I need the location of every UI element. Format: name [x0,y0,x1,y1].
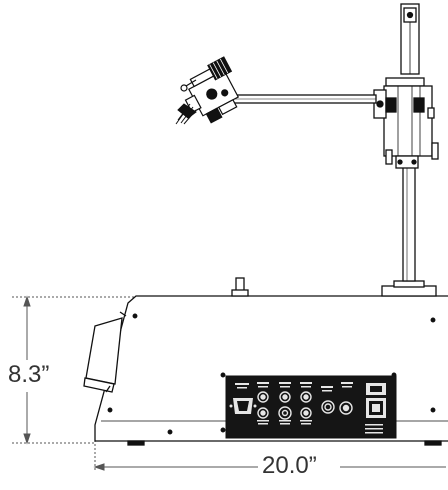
screw [430,407,436,413]
height-arrow-top [23,295,31,307]
connector-port [279,391,291,403]
pendant-hinge [119,311,127,317]
width-arrow-left [93,463,105,471]
connector-panel [225,375,397,439]
stand [381,149,437,297]
head-motor [207,56,233,81]
connector-port [300,391,312,403]
stand-collar [393,280,425,288]
height-arrow-bottom [23,433,31,445]
connector-port [278,406,292,420]
carriage-bracket [385,97,397,113]
screw [107,407,113,413]
round-connectors [257,391,353,420]
width-dimension [93,440,446,472]
screw [220,372,226,378]
foot-left [127,440,145,446]
carriage-body [383,85,433,157]
head-lower-block [217,98,238,116]
carriage-valve [431,142,439,160]
stand-post [402,149,416,282]
carriage-top-clamp [385,77,425,87]
pendant-bottom [83,377,115,393]
carriage-bracket [413,97,425,113]
horizontal-arm [221,94,377,104]
carriage-fitting [427,107,435,119]
pressure-port [339,401,353,415]
pendant-body [85,317,123,385]
dispense-needles [175,103,197,125]
pendant-lower-hinge [105,385,111,393]
db-connector [229,398,257,414]
z-rail-knob [406,11,414,19]
head-fitting [180,84,188,92]
needle-hub [177,103,197,119]
connector-port [257,407,269,419]
connector-port [257,391,269,403]
foot-right [424,440,442,446]
pendant-controller [83,311,127,393]
screw [167,429,173,435]
head-knob [206,88,218,100]
top-knob-stem [235,277,245,292]
height-dimension-label: 8.3” [8,361,50,388]
height-dimension [12,295,150,445]
dispense-head [175,56,240,125]
top-knob-base [231,289,249,297]
screw [132,313,138,319]
screw [430,317,436,323]
panel-label-marks [235,382,383,434]
z-axis-assembly [373,3,439,169]
power-entry-module [366,383,386,418]
carriage-lower-clamp [395,155,419,169]
screw [220,427,226,433]
air-port [321,400,335,414]
width-dimension-label: 20.0” [260,452,319,479]
carriage-fitting [385,149,393,165]
carriage-knob [376,100,384,108]
connector-port [300,407,312,419]
head-lower-block [205,107,223,124]
